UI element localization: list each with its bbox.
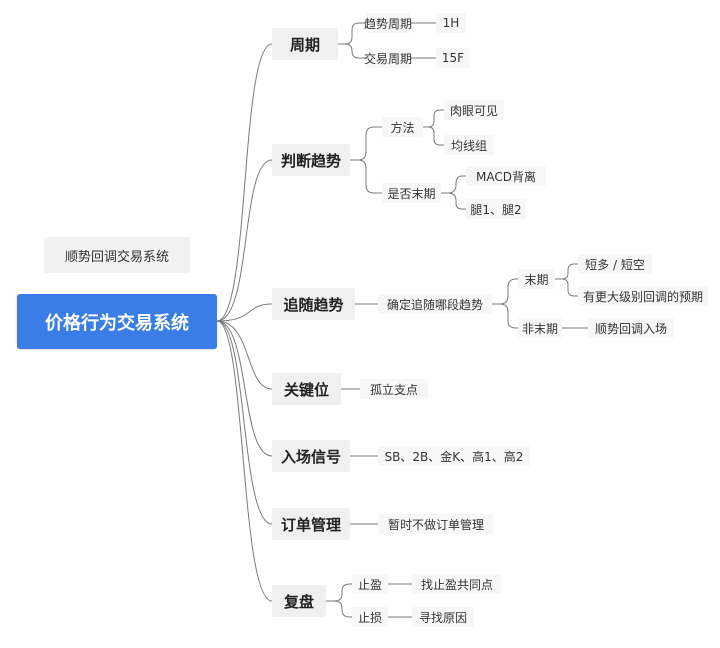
- node-zanshi-buzuo[interactable]: 暂时不做订单管理: [378, 514, 494, 534]
- connector: [216, 320, 273, 525]
- node-zhiying[interactable]: 止盈: [352, 574, 388, 594]
- connector: [423, 109, 444, 128]
- branch-fupan[interactable]: 复盘: [272, 585, 326, 617]
- connector: [441, 192, 466, 210]
- node-shunshi-huitiao-ruchang[interactable]: 顺势回调入场: [588, 318, 674, 338]
- root-node[interactable]: 价格行为交易系统: [17, 294, 217, 349]
- connector: [216, 303, 273, 322]
- branch-guanjianwei[interactable]: 关键位: [272, 373, 341, 405]
- node-shifou-moqi[interactable]: 是否末期: [382, 183, 441, 203]
- node-queding-zhuisui[interactable]: 确定追随哪段趋势: [378, 294, 492, 314]
- branch-dingdan-guanli[interactable]: 订单管理: [272, 508, 350, 540]
- node-rouyan-kejian[interactable]: 肉眼可见: [444, 100, 504, 120]
- connector: [492, 278, 518, 305]
- connector: [555, 263, 578, 280]
- connector: [555, 278, 578, 297]
- branch-ruchang-xinhao[interactable]: 入场信号: [272, 440, 350, 472]
- node-fei-moqi[interactable]: 非末期: [518, 318, 562, 338]
- connector: [216, 43, 273, 322]
- node-zhao-zhiying[interactable]: 找止盈共同点: [412, 574, 502, 594]
- side-note[interactable]: 顺势回调交易系统: [44, 237, 190, 273]
- node-ruchang-signals[interactable]: SB、2B、金K、高1、高2: [378, 446, 530, 466]
- connector: [216, 320, 273, 457]
- connector: [338, 22, 366, 45]
- node-jiaoyi-zhouqi[interactable]: 交易周期: [364, 48, 412, 68]
- node-duanduo-duankong[interactable]: 短多 / 短空: [578, 254, 652, 274]
- connector: [338, 43, 366, 59]
- node-moqi[interactable]: 末期: [518, 269, 555, 289]
- connector: [326, 600, 352, 618]
- connector: [350, 126, 382, 161]
- node-fangfa[interactable]: 方法: [382, 117, 423, 137]
- node-junxianzu[interactable]: 均线组: [444, 135, 494, 155]
- node-qushi-zhouqi[interactable]: 趋势周期: [364, 13, 412, 33]
- node-1h[interactable]: 1H: [436, 13, 466, 33]
- node-xunzhao-yuanyin[interactable]: 寻找原因: [412, 607, 474, 627]
- node-zhisun[interactable]: 止损: [352, 607, 388, 627]
- node-tui1-tui2[interactable]: 腿1、腿2: [466, 199, 526, 219]
- node-geng-da-jibie[interactable]: 有更大级别回调的预期: [578, 286, 708, 306]
- connector: [216, 320, 273, 390]
- branch-zhuisui-qushi[interactable]: 追随趋势: [272, 288, 355, 320]
- branch-panduan-qushi[interactable]: 判断趋势: [272, 144, 350, 176]
- node-15f[interactable]: 15F: [436, 48, 470, 68]
- node-guli-zhidian[interactable]: 孤立支点: [360, 379, 428, 399]
- connector: [492, 303, 518, 329]
- connector: [441, 175, 466, 194]
- connector: [326, 583, 352, 602]
- connector: [216, 320, 273, 602]
- branch-zhouqi[interactable]: 周期: [272, 28, 338, 60]
- connector: [423, 126, 444, 146]
- connector: [350, 159, 382, 194]
- node-macd-beili[interactable]: MACD背离: [466, 166, 546, 186]
- connector: [216, 159, 273, 322]
